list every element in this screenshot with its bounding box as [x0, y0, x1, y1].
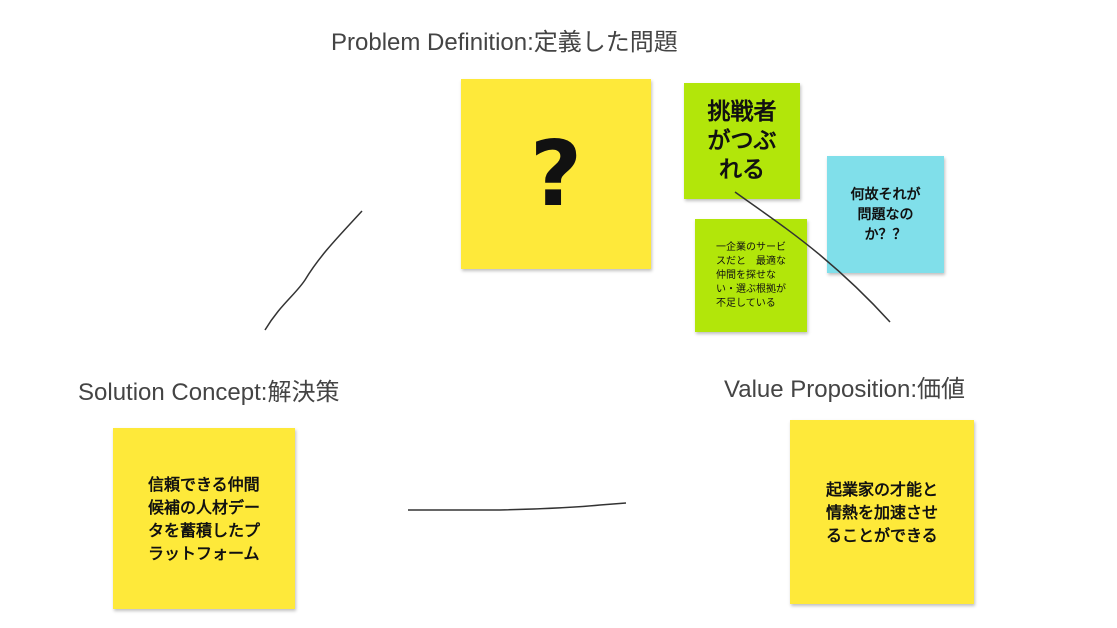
problem-definition-title: Problem Definition:定義した問題 — [331, 29, 678, 56]
note-text: 起業家の才能と 情熱を加速させ ることができる — [825, 479, 938, 545]
sticky-note-single-company[interactable]: 一企業のサービ スだと 最適な 仲間を探せな い・選ぶ根拠が 不足している — [695, 219, 807, 332]
note-text: 信頼できる仲間 候補の人材デー タを蓄積したプ ラットフォーム — [147, 474, 260, 563]
sticky-note-problem[interactable]: ? — [461, 79, 651, 269]
note-text: 挑戦者 がつぶ れる — [707, 98, 777, 183]
sticky-note-value[interactable]: 起業家の才能と 情熱を加速させ ることができる — [790, 420, 974, 604]
note-text: 何故それが 問題なの か？？ — [850, 186, 921, 243]
note-text: ? — [529, 121, 583, 227]
freehand-line-problem-solution — [264, 210, 363, 331]
value-proposition-title: Value Proposition:価値 — [724, 376, 966, 403]
sticky-note-challenger[interactable]: 挑戦者 がつぶ れる — [684, 83, 800, 199]
freehand-line-solution-value — [408, 502, 627, 511]
note-text: 一企業のサービ スだと 最適な 仲間を探せな い・選ぶ根拠が 不足している — [716, 241, 786, 309]
sticky-note-why[interactable]: 何故それが 問題なの か？？ — [827, 156, 944, 273]
solution-concept-title: Solution Concept:解決策 — [78, 379, 340, 406]
freehand-line-problem-value — [734, 191, 891, 323]
sticky-note-solution[interactable]: 信頼できる仲間 候補の人材デー タを蓄積したプ ラットフォーム — [113, 428, 295, 609]
